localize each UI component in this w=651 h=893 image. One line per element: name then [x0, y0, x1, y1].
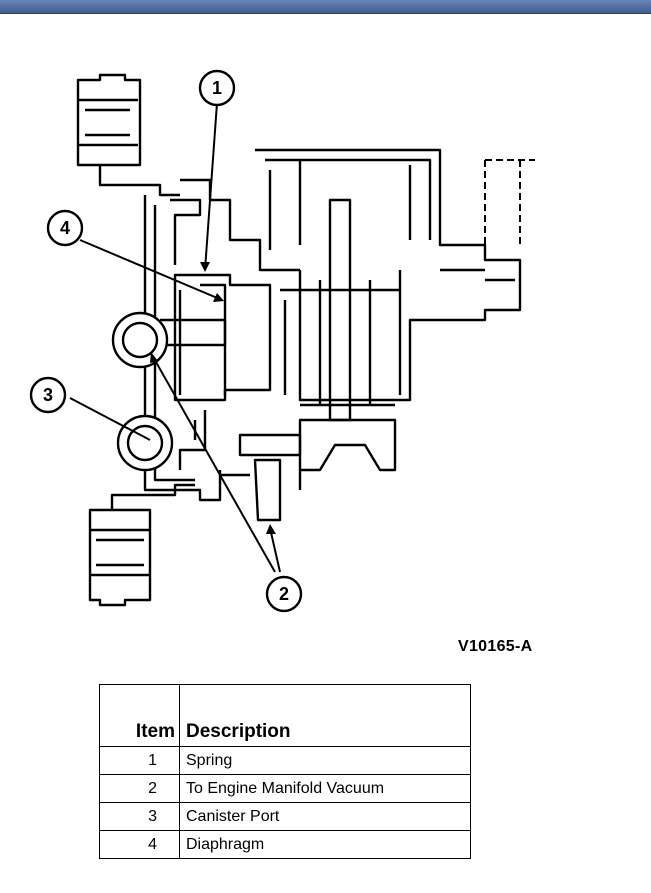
- item-description: Spring: [179, 746, 471, 775]
- table-row: 1 Spring: [99, 746, 471, 775]
- legend-table: Item Description 1 Spring 2 To Engine Ma…: [99, 684, 471, 859]
- table-row: 3 Canister Port: [99, 802, 471, 831]
- item-number: 1: [99, 746, 180, 775]
- table-row: 4 Diaphragm: [99, 830, 471, 859]
- item-description: Canister Port: [179, 802, 471, 831]
- item-number: 2: [99, 774, 180, 803]
- header-bar-border: [0, 13, 651, 14]
- upper-connector: [76, 73, 142, 167]
- lower-valve: [298, 418, 397, 472]
- callout-3-label: 3: [43, 385, 53, 405]
- description-header: Description: [179, 684, 471, 747]
- valve-diagram: 1 2 3 4: [29, 69, 535, 613]
- callout-leaders: [69, 102, 281, 573]
- item-number: 3: [99, 802, 180, 831]
- item-description: To Engine Manifold Vacuum: [179, 774, 471, 803]
- item-header: Item: [99, 684, 180, 747]
- item-number: 4: [99, 830, 180, 859]
- lower-connector: [88, 508, 152, 607]
- callout-3: [29, 376, 67, 414]
- callout-1-label: 1: [212, 78, 222, 98]
- callout-2: [265, 575, 303, 613]
- header-bar: [0, 0, 651, 13]
- dashed-boundary: [484, 159, 535, 245]
- table-row: 2 To Engine Manifold Vacuum: [99, 774, 471, 803]
- figure-id: V10165-A: [458, 638, 533, 655]
- valve-body-outline: [76, 73, 522, 607]
- solenoid-housing: [255, 148, 522, 402]
- callout-4-label: 4: [60, 218, 70, 238]
- callout-4: [46, 209, 84, 247]
- callout-2-label: 2: [279, 584, 289, 604]
- diaphragm-chamber: [173, 273, 272, 402]
- item-description: Diaphragm: [179, 830, 471, 859]
- callout-1: [198, 69, 236, 107]
- legend-header-row: Item Description: [99, 684, 471, 747]
